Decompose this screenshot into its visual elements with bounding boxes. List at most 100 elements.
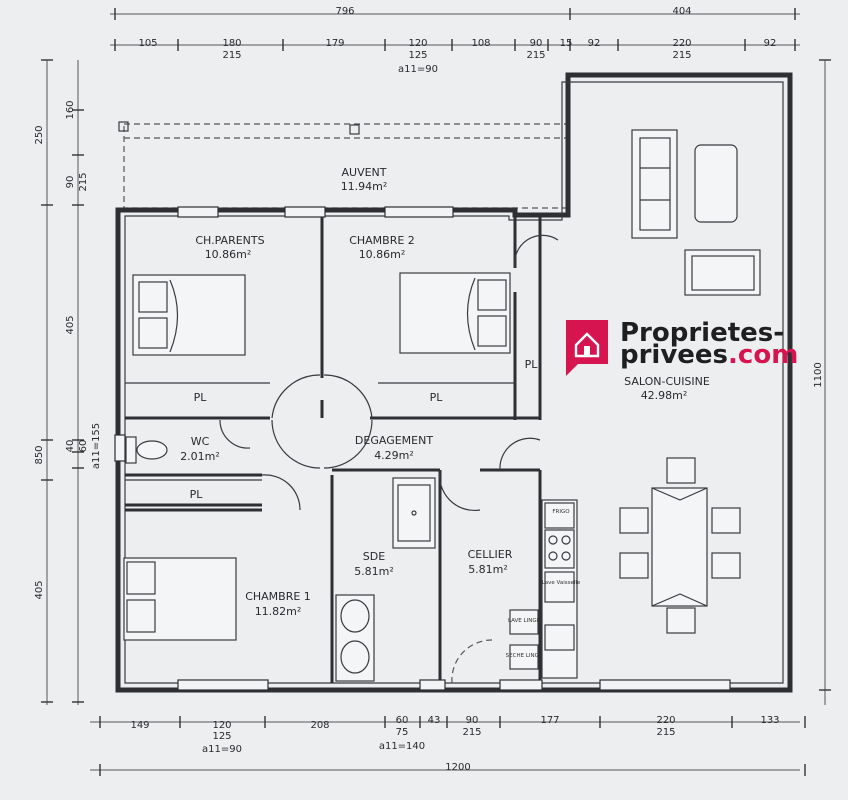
dim-top-125: 125 (408, 50, 427, 61)
dim-left-405b: 405 (34, 580, 45, 599)
auvent-area (118, 121, 570, 209)
toilet (125, 436, 168, 464)
dim-top-796: 796 (335, 6, 354, 17)
dim-left-60: 60 (78, 440, 89, 453)
dim-bot-43: 43 (428, 715, 441, 726)
shower (392, 477, 436, 549)
label-seche-linge: SECHE LINGE (506, 653, 543, 659)
window-cellier (499, 679, 543, 691)
dining-table (651, 487, 708, 607)
bottom-dimensions: 149 120 125 a11=90 208 60 75 a11=140 43 … (90, 715, 806, 776)
dim-bot-125: 125 (212, 731, 231, 742)
dim-bot-1200: 1200 (445, 762, 470, 773)
dim-bot-60: 60 (396, 715, 409, 726)
label-lave-vaisselle: Lave Vaisselle (542, 580, 581, 586)
dim-bot-208: 208 (310, 720, 329, 731)
chair (619, 552, 649, 579)
closet-label: PL (194, 391, 208, 404)
left-dimensions: 250 405 850 160 90 215 405 40 60 a11=155 (34, 59, 102, 705)
room-area-cellier: 5.81m² (468, 563, 508, 576)
dim-top-215a: 215 (222, 50, 241, 61)
dim-bot-all1: a11=90 (202, 744, 242, 755)
dim-bot-75: 75 (396, 727, 409, 738)
room-name-chambre1: CHAMBRE 1 (245, 590, 311, 603)
dim-top-15: 15 (560, 38, 573, 49)
room-name-salon-cuisine: SALON-CUISINE (624, 375, 710, 388)
logo-line2: privees.com (620, 340, 798, 370)
room-name-degagement: DEGAGEMENT (355, 434, 433, 447)
bed-chambre1 (123, 557, 237, 641)
dim-bot-177: 177 (540, 715, 559, 726)
room-area-degagement: 4.29m² (374, 449, 414, 462)
chair (666, 607, 696, 634)
label-lave-linge: LAVE LINGE (508, 618, 541, 624)
room-name-chambre2: CHAMBRE 2 (349, 234, 415, 247)
dim-right-1100: 1100 (813, 362, 824, 387)
top-dimensions: 796 404 105 180 215 179 120 125 a11=90 1… (110, 6, 800, 75)
doors (219, 234, 559, 684)
dim-top-105: 105 (138, 38, 157, 49)
room-name-ch-parents: CH.PARENTS (195, 234, 264, 247)
room-name-cellier: CELLIER (468, 548, 513, 561)
chair (711, 507, 741, 534)
window-salon (599, 679, 731, 691)
dim-bot-120: 120 (212, 720, 231, 731)
bed-ch-parents (132, 274, 246, 356)
dim-top-220: 220 (672, 38, 691, 49)
logo-line2-suffix: .com (728, 340, 798, 370)
closet-label: PL (525, 358, 539, 371)
dim-top-92a: 92 (588, 38, 601, 49)
dim-left-405a: 405 (65, 315, 76, 334)
closet-label: PL (430, 391, 444, 404)
logo-line2-prefix: privees (620, 340, 728, 370)
room-area-sde: 5.81m² (354, 565, 394, 578)
chair (619, 507, 649, 534)
kitchen-counter: FRIGO Lave Vaisselle (541, 499, 581, 679)
brand-logo: Proprietes- privees.com (566, 318, 798, 376)
dim-top-215b: 215 (526, 50, 545, 61)
dim-top-404: 404 (672, 6, 691, 17)
vanity (335, 594, 375, 682)
dim-top-180: 180 (222, 38, 241, 49)
room-area-chambre2: 10.86m² (359, 248, 406, 261)
window-ch-parents (177, 206, 219, 218)
coffee-table (694, 144, 738, 223)
dim-top-179: 179 (325, 38, 344, 49)
dining-set (619, 457, 741, 634)
logo-line1: Proprietes- (620, 318, 784, 348)
dim-bot-all2: a11=140 (379, 741, 425, 752)
room-name-sde: SDE (363, 550, 385, 563)
room-area-salon-cuisine: 42.98m² (641, 389, 688, 402)
dim-left-40: 40 (65, 440, 76, 453)
room-area-ch-parents: 10.86m² (205, 248, 252, 261)
chair (666, 457, 696, 484)
dim-left-160: 160 (65, 100, 76, 119)
post-middle (349, 124, 360, 135)
dim-top-92b: 92 (764, 38, 777, 49)
dim-bot-215b: 215 (656, 727, 675, 738)
interior-walls (125, 215, 542, 690)
window-chambre1 (177, 679, 269, 691)
dim-top-90: 90 (530, 38, 543, 49)
room-area-chambre1: 11.82m² (255, 605, 302, 618)
bed-chambre2 (399, 272, 511, 354)
dim-top-all: a11=90 (398, 64, 438, 75)
dim-left-90: 90 (65, 176, 76, 189)
window-chambre2-a (284, 206, 326, 218)
label-frigo: FRIGO (552, 509, 570, 515)
closet-label: PL (190, 488, 204, 501)
laundry: LAVE LINGE SECHE LINGE (506, 609, 543, 670)
chair (711, 552, 741, 579)
dim-bot-215a: 215 (462, 727, 481, 738)
dim-bot-90: 90 (466, 715, 479, 726)
dim-bot-149: 149 (130, 720, 149, 731)
exterior-walls (115, 72, 793, 693)
dim-left-850: 850 (34, 445, 45, 464)
dim-left-215: 215 (78, 172, 89, 191)
armchair (684, 249, 761, 296)
window-sde (419, 679, 446, 691)
room-area-wc: 2.01m² (180, 450, 220, 463)
dim-top-215c: 215 (672, 50, 691, 61)
sofa (631, 129, 678, 239)
